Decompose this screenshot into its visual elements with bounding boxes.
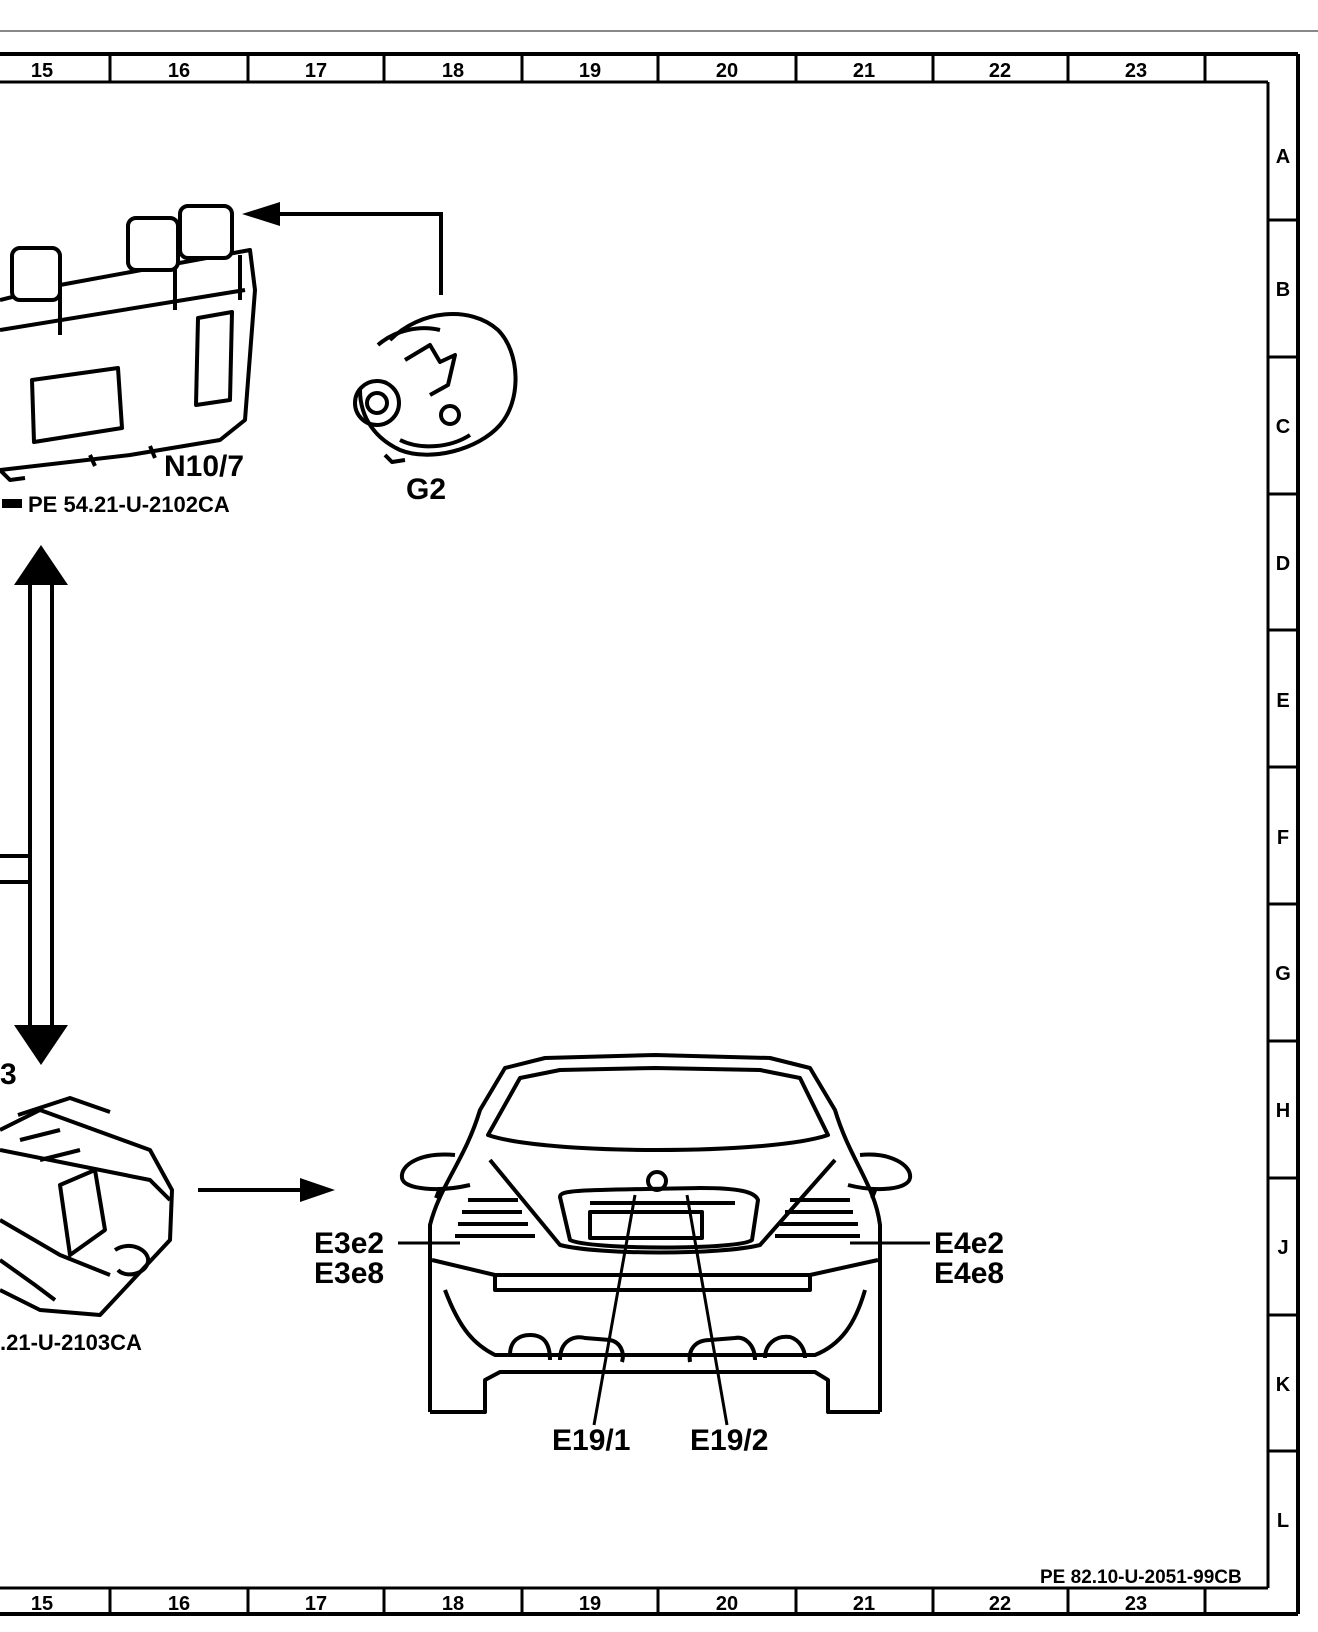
column-labels-bottom: 15 16 17 18 19 20 21 22 23 — [31, 1593, 1147, 1615]
lamp-leader-lines — [398, 1194, 930, 1426]
relay-module-drawing — [0, 204, 257, 482]
col-label: 19 — [579, 60, 601, 82]
row-labels: A B C D E F G H J K L — [1275, 146, 1291, 1532]
col-label: 18 — [442, 60, 464, 82]
plate-lamp-label: E19/1 — [552, 1424, 630, 1457]
col-label: 20 — [716, 60, 738, 82]
relay-module-ref: PE 54.21-U-2102CA — [28, 492, 230, 517]
lamp-label-left: E3e8 — [314, 1257, 384, 1290]
lower-module-ref: .21-U-2103CA — [0, 1330, 142, 1355]
drawing-frame — [0, 52, 1300, 1616]
connector-arrow-g2-to-relay — [242, 202, 443, 295]
col-label: 15 — [31, 60, 53, 82]
lamp-label-right: E4e8 — [934, 1257, 1004, 1290]
row-label: B — [1276, 279, 1290, 301]
col-label: 18 — [442, 1593, 464, 1615]
alternator-drawing — [353, 312, 518, 464]
col-label: 17 — [305, 60, 327, 82]
col-label: 21 — [853, 60, 875, 82]
lamp-label-right: E4e2 — [934, 1227, 1004, 1260]
column-separators — [108, 54, 1207, 1614]
lower-module-drawing — [0, 1096, 174, 1317]
vertical-double-arrow — [0, 545, 68, 1065]
relay-module-label: N10/7 — [164, 450, 244, 483]
col-label: 20 — [716, 1593, 738, 1615]
col-label: 22 — [989, 60, 1011, 82]
plate-lamp-label: E19/2 — [690, 1424, 768, 1457]
col-label: 17 — [305, 1593, 327, 1615]
row-label: E — [1276, 690, 1289, 712]
row-separators — [1268, 218, 1298, 1453]
car-rear-view-drawing — [399, 1053, 913, 1414]
connector-arrow-module-to-car — [198, 1178, 335, 1202]
row-label: L — [1277, 1510, 1289, 1532]
row-label: D — [1276, 553, 1290, 575]
col-label: 23 — [1125, 60, 1147, 82]
col-label: 15 — [31, 1593, 53, 1615]
col-label: 16 — [168, 60, 190, 82]
reference-pointer-icon — [2, 499, 22, 508]
row-label: G — [1275, 963, 1291, 985]
lower-module-partial-label: 3 — [0, 1058, 17, 1091]
col-label: 16 — [168, 1593, 190, 1615]
row-label: K — [1276, 1374, 1291, 1396]
document-id: PE 82.10-U-2051-99CB — [1040, 1567, 1242, 1588]
row-label: A — [1276, 146, 1290, 168]
row-label: J — [1277, 1237, 1288, 1259]
row-label: H — [1276, 1100, 1290, 1122]
alternator-label: G2 — [406, 473, 446, 506]
column-labels-top: 15 16 17 18 19 20 21 22 23 — [31, 60, 1147, 82]
row-label: C — [1276, 416, 1290, 438]
col-label: 21 — [853, 1593, 875, 1615]
col-label: 22 — [989, 1593, 1011, 1615]
col-label: 23 — [1125, 1593, 1147, 1615]
car-lamp-labels: E3e2 E3e8 E4e2 E4e8 E19/1 E19/2 — [314, 1227, 1004, 1457]
col-label: 19 — [579, 1593, 601, 1615]
row-label: F — [1277, 827, 1289, 849]
lamp-label-left: E3e2 — [314, 1227, 384, 1260]
